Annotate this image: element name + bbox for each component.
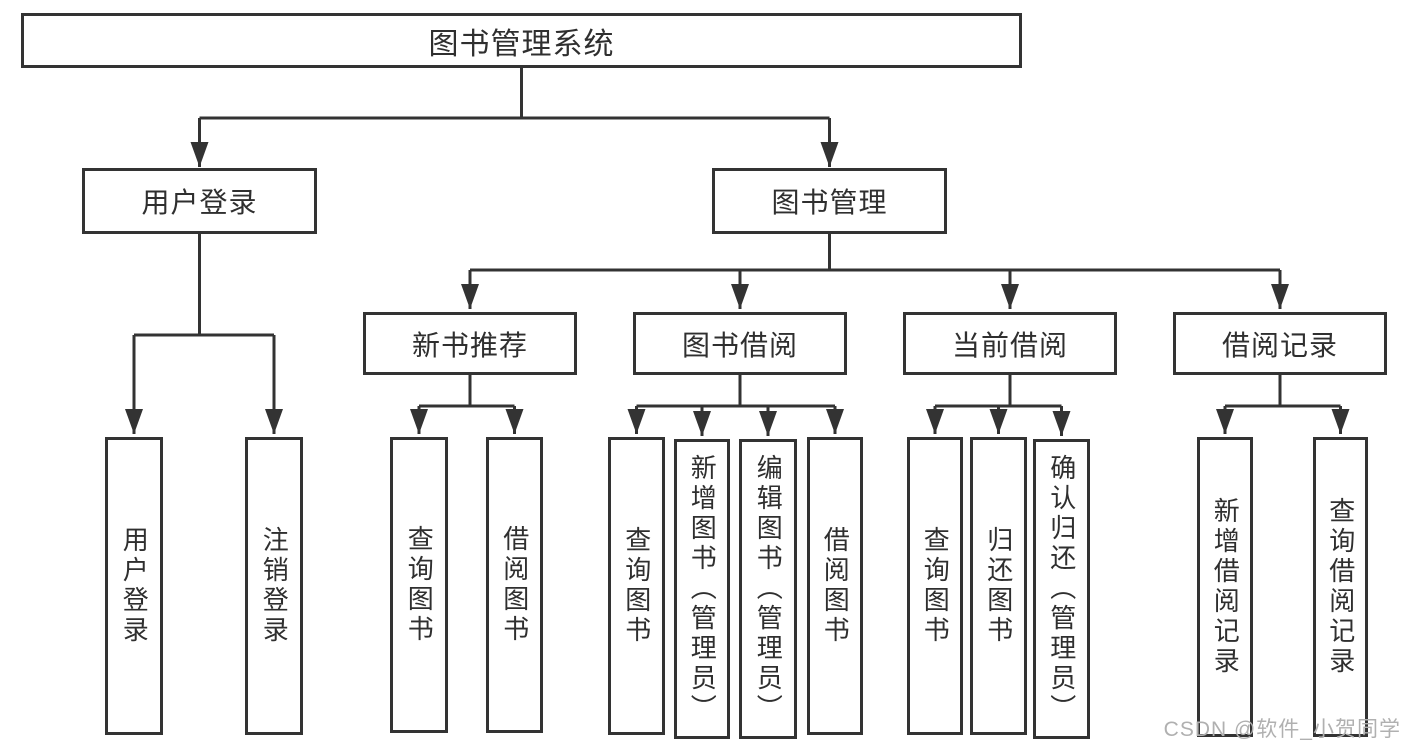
node-new-book-recommend-label: 新书推荐 [411, 329, 528, 361]
connector-arrows [125, 118, 1350, 436]
node-root-label: 图书管理系统 [428, 27, 615, 61]
leaf-current-return-books-label: 归还图书 [983, 526, 1014, 646]
leaf-borrowing-edit-books-admin: 编辑图书（管理员） [739, 439, 797, 739]
node-user-login-label: 用户登录 [141, 187, 258, 218]
leaf-records-add-record-label: 新增借阅记录 [1210, 497, 1241, 677]
leaf-borrowing-query-books: 查询图书 [608, 437, 665, 735]
leaf-current-return-books: 归还图书 [970, 437, 1027, 735]
leaf-borrowing-add-books-admin: 新增图书（管理员） [674, 439, 730, 739]
leaf-records-query-record-label: 查询借阅记录 [1325, 497, 1356, 677]
leaf-current-confirm-return-admin-label: 确认归还（管理员） [1046, 454, 1077, 724]
leaf-borrowing-edit-books-admin-label: 编辑图书（管理员） [753, 454, 784, 724]
csdn-watermark: CSDN @软件_小贺同学 [1163, 718, 1401, 741]
leaf-newbook-query-books: 查询图书 [390, 437, 448, 733]
connector-trunks [134, 65, 1341, 408]
leaf-records-query-record: 查询借阅记录 [1313, 437, 1368, 737]
node-book-management-label: 图书管理 [771, 187, 888, 218]
leaf-user-login: 用户登录 [105, 437, 163, 735]
leaf-current-query-books: 查询图书 [907, 437, 963, 735]
node-current-borrow-label: 当前借阅 [951, 329, 1068, 361]
leaf-current-query-books-label: 查询图书 [920, 526, 951, 646]
leaf-current-confirm-return-admin: 确认归还（管理员） [1033, 439, 1090, 739]
node-root: 图书管理系统 [21, 13, 1022, 68]
leaf-logout: 注销登录 [245, 437, 303, 735]
node-book-management: 图书管理 [712, 168, 947, 234]
node-new-book-recommend: 新书推荐 [363, 312, 577, 375]
leaf-records-add-record: 新增借阅记录 [1197, 437, 1253, 737]
leaf-borrowing-query-books-label: 查询图书 [621, 526, 652, 646]
node-current-borrow: 当前借阅 [903, 312, 1117, 375]
node-book-borrow: 图书借阅 [633, 312, 847, 375]
node-borrow-records: 借阅记录 [1173, 312, 1387, 375]
leaf-borrowing-borrow-books: 借阅图书 [807, 437, 863, 735]
leaf-borrowing-add-books-admin-label: 新增图书（管理员） [687, 454, 718, 724]
leaf-newbook-borrow-books-label: 借阅图书 [499, 525, 530, 645]
leaf-user-login-label: 用户登录 [119, 526, 150, 646]
node-user-login: 用户登录 [82, 168, 317, 234]
leaf-borrowing-borrow-books-label: 借阅图书 [820, 526, 851, 646]
node-book-borrow-label: 图书借阅 [681, 329, 798, 361]
leaf-logout-label: 注销登录 [259, 526, 290, 646]
leaf-newbook-query-books-label: 查询图书 [404, 525, 435, 645]
node-borrow-records-label: 借阅记录 [1221, 329, 1338, 361]
leaf-newbook-borrow-books: 借阅图书 [486, 437, 543, 733]
